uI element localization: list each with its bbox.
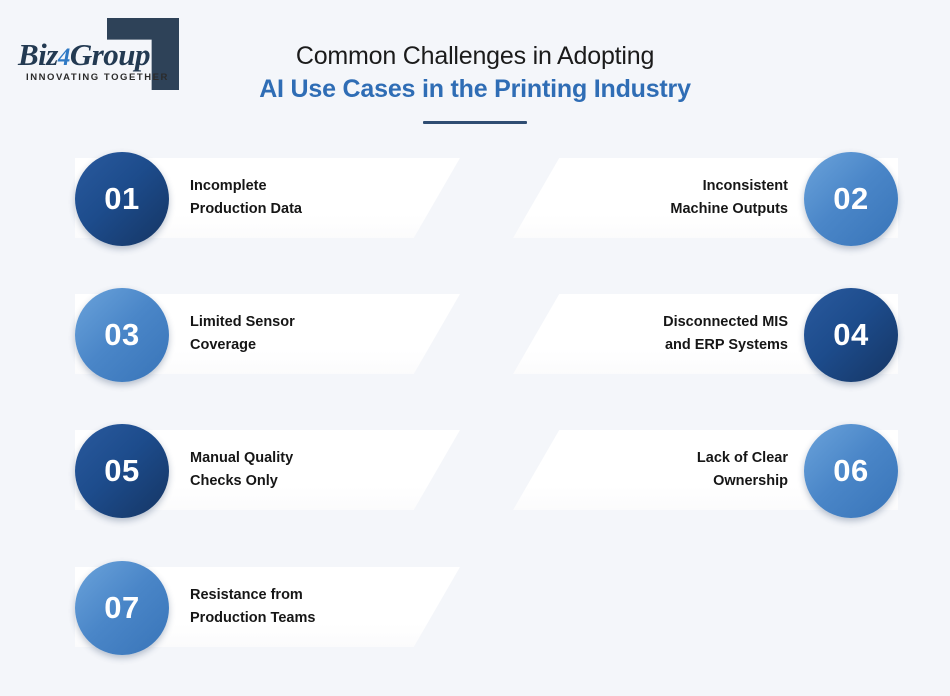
challenge-label: Lack of Clear Ownership (696, 450, 788, 489)
logo-word-four: 4 (57, 44, 71, 71)
logo-word-group: Group (69, 37, 151, 72)
challenge-number-badge: 07 (75, 561, 169, 655)
challenge-label: Disconnected MIS and ERP Systems (663, 314, 788, 353)
title-line-primary: Common Challenges in Adopting (295, 42, 655, 70)
challenge-item-02[interactable]: Inconsistent Machine Outputs 02 (498, 152, 898, 248)
challenge-label: Incomplete Production Data (190, 178, 302, 217)
challenge-label: Inconsistent Machine Outputs (670, 178, 788, 217)
challenge-item-04[interactable]: Disconnected MIS and ERP Systems 04 (498, 288, 898, 384)
title-divider (423, 121, 527, 124)
challenge-number-badge: 01 (75, 152, 169, 246)
challenge-number-badge: 04 (804, 288, 898, 382)
challenge-number-badge: 06 (804, 424, 898, 518)
challenge-number-badge: 03 (75, 288, 169, 382)
page-title: Common Challenges in Adopting AI Use Cas… (240, 40, 710, 124)
brand-logo: Biz4Group INNOVATING TOGETHER (18, 18, 188, 96)
challenge-item-05[interactable]: Manual Quality Checks Only 05 (75, 424, 475, 520)
logo-word-biz: Biz (18, 37, 58, 72)
title-line-secondary: AI Use Cases in the Printing Industry (259, 75, 691, 103)
challenge-number-badge: 02 (804, 152, 898, 246)
challenge-number-badge: 05 (75, 424, 169, 518)
challenge-item-07[interactable]: Resistance from Production Teams 07 (75, 561, 475, 657)
challenge-label: Resistance from Production Teams (190, 587, 316, 626)
challenge-item-06[interactable]: Lack of Clear Ownership 06 (498, 424, 898, 520)
challenge-item-03[interactable]: Limited Sensor Coverage 03 (75, 288, 475, 384)
logo-tagline: INNOVATING TOGETHER (26, 72, 169, 83)
challenge-label: Limited Sensor Coverage (190, 314, 295, 353)
challenge-item-01[interactable]: Incomplete Production Data 01 (75, 152, 475, 248)
logo-wordmark: Biz4Group (18, 37, 151, 73)
challenge-label: Manual Quality Checks Only (190, 450, 294, 489)
